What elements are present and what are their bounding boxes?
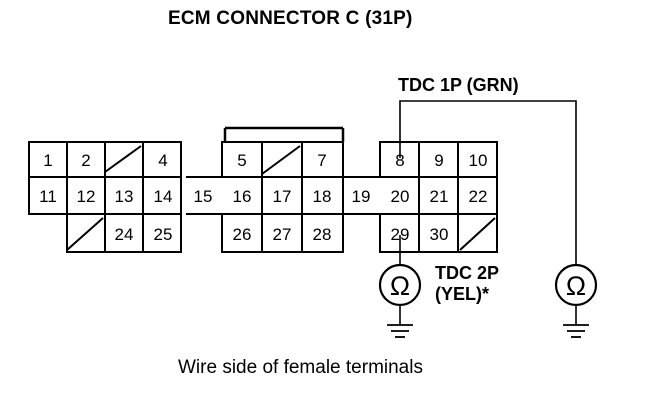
terminal-20: 20 [391,187,410,206]
tdc2p-label-line1: TDC 2P [435,263,500,283]
ohmmeter-tdc1p: Ω [554,263,598,338]
terminal-10: 10 [469,151,488,170]
diagram-caption: Wire side of female terminals [178,357,423,378]
terminal-18: 18 [313,187,332,206]
ground-icon [387,324,413,338]
terminal-30: 30 [430,225,449,244]
terminal-14: 14 [154,187,173,206]
terminal-19: 19 [352,187,371,206]
terminal-29: 29 [391,225,410,244]
terminal-16: 16 [233,187,252,206]
terminal-11: 11 [39,187,57,206]
ohm-symbol: Ω [390,271,410,301]
tdc2p-label-line2: (YEL)* [435,284,489,304]
wire-tdc1p [399,100,577,264]
terminal-2: 2 [81,151,90,170]
ohm-symbol: Ω [566,271,586,301]
connector-block-a [28,141,182,253]
diagram-title: ECM CONNECTOR C (31P) [168,8,413,29]
terminal-13: 13 [115,187,134,206]
terminal-15: 15 [194,187,213,206]
terminal-5: 5 [237,151,246,170]
terminal-28: 28 [313,225,332,244]
terminal-4: 4 [158,151,167,170]
terminal-25: 25 [154,225,173,244]
connector-block-b [186,126,345,253]
tdc1p-label: TDC 1P (GRN) [398,75,519,95]
terminal-1: 1 [43,151,52,170]
ohmmeter-tdc2p: Ω [378,263,422,338]
terminal-21: 21 [430,187,449,206]
terminal-7: 7 [317,151,326,170]
terminal-12: 12 [77,187,96,206]
terminal-22: 22 [469,187,488,206]
ground-icon [563,324,589,338]
terminal-27: 27 [273,225,292,244]
terminal-8: 8 [395,151,404,170]
terminal-24: 24 [115,225,134,244]
connector-block-c [343,141,498,253]
terminal-17: 17 [273,187,292,206]
terminal-26: 26 [233,225,252,244]
terminal-9: 9 [434,151,443,170]
